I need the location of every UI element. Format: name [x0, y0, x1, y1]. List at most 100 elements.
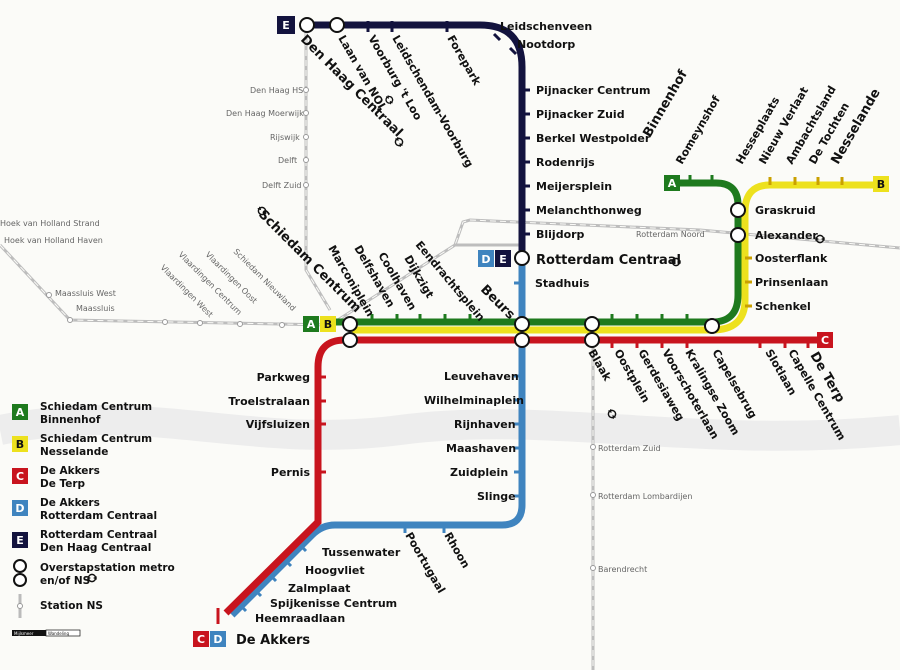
transfer-schiedam-centrum-2 — [342, 332, 358, 348]
transfer-beurs-1 — [514, 316, 530, 332]
label-forepark: Forepark — [444, 33, 483, 88]
line-c-west-labels: Parkweg Troelstralaan Vijfsluizen Pernis — [228, 371, 310, 479]
legend-transfer: Overstapstation metro en/of NS — [13, 559, 175, 587]
transfer-graskruid — [730, 202, 746, 218]
svg-text:Rotterdam Zuid: Rotterdam Zuid — [598, 444, 661, 453]
transfer-capelsebrug — [704, 318, 720, 334]
legend-ns: Station NS — [17, 594, 103, 618]
badge-b-west: B — [320, 316, 336, 332]
label-blaak: Blaak — [585, 347, 614, 384]
label-stadhuis: Stadhuis — [535, 277, 590, 290]
line-d-labels: Stadhuis Beurs Leuvehaven Wilhelminaplei… — [236, 277, 590, 648]
svg-text:A: A — [307, 318, 316, 331]
transfer-rotterdam-centraal — [514, 250, 530, 266]
legend-item-c: C De Akkers De Terp — [12, 465, 100, 490]
label-rhoon: Rhoon — [441, 530, 472, 570]
label-pijnacker-zuid: Pijnacker Zuid — [536, 108, 625, 121]
tick-d-diag-2 — [268, 573, 278, 583]
label-heemraadlaan: Heemraadlaan — [255, 612, 345, 625]
label-de-akkers: De Akkers — [236, 633, 310, 648]
svg-text:De Akkers: De Akkers — [40, 465, 100, 477]
svg-text:D: D — [213, 633, 222, 646]
label-rijnhaven: Rijnhaven — [454, 418, 516, 431]
svg-text:De Akkers: De Akkers — [40, 497, 100, 509]
svg-text:Nesselande: Nesselande — [40, 446, 108, 458]
svg-text:C: C — [821, 334, 829, 347]
label-prinsenlaan: Prinsenlaan — [755, 276, 828, 289]
badge-a-west: A — [303, 316, 319, 332]
svg-text:Rotterdam Centraal: Rotterdam Centraal — [40, 529, 157, 541]
svg-text:Schiedam Centrum: Schiedam Centrum — [40, 433, 152, 445]
transfer-stations — [299, 17, 746, 348]
line-e-track — [307, 21, 526, 258]
tick-e-leidschenveen — [492, 32, 502, 42]
svg-text:Vlaardingen West: Vlaardingen West — [159, 263, 215, 319]
label-pijnacker-centrum: Pijnacker Centrum — [536, 84, 650, 97]
svg-text:B: B — [324, 318, 332, 331]
tick-c-diag-4 — [227, 603, 237, 613]
svg-text:Rijswijk: Rijswijk — [270, 133, 300, 142]
svg-text:Rotterdam Noord: Rotterdam Noord — [636, 230, 705, 239]
line-d-track — [229, 258, 526, 618]
label-rodenrijs: Rodenrijs — [536, 156, 595, 169]
svg-text:D: D — [15, 502, 24, 515]
tick-c-diag-2 — [257, 573, 267, 583]
label-melanchthonweg: Melanchthonweg — [536, 204, 642, 217]
tick-d-diag-1 — [283, 558, 293, 568]
badge-e-top: E — [277, 16, 295, 34]
svg-text:en/of NS: en/of NS — [40, 575, 90, 587]
label-leidschenveen: Leidschenveen — [500, 20, 592, 33]
ns-rail-hoek — [0, 243, 331, 327]
label-maashaven: Maashaven — [446, 442, 516, 455]
label-slinge: Slinge — [477, 490, 516, 503]
label-pernis: Pernis — [271, 466, 311, 479]
tick-c-diag-0 — [287, 543, 297, 553]
svg-text:E: E — [16, 534, 24, 547]
svg-text:C: C — [197, 633, 205, 646]
svg-text:B: B — [16, 438, 24, 451]
ns-station-dots — [46, 87, 596, 571]
label-schenkel: Schenkel — [755, 300, 811, 313]
transfer-blaak-2 — [584, 332, 600, 348]
label-oosterflank: Oosterflank — [755, 252, 828, 265]
svg-text:E: E — [499, 253, 507, 266]
svg-text:C: C — [16, 470, 24, 483]
svg-text:E: E — [282, 19, 290, 32]
tick-c-diag-1 — [272, 558, 282, 568]
label-wilhelminaplein: Wilhelminaplein — [424, 394, 524, 407]
label-poortugaal: Poortugaal — [402, 530, 447, 596]
label-zalmplaat: Zalmplaat — [288, 582, 350, 595]
svg-text:Delft: Delft — [278, 156, 297, 165]
svg-text:Hoek van Holland Strand: Hoek van Holland Strand — [0, 219, 100, 228]
label-berkel-westpolder: Berkel Westpolder — [536, 132, 651, 145]
transfer-alexander — [730, 227, 746, 243]
badge-e-central: E — [495, 250, 511, 267]
label-hoogvliet: Hoogvliet — [305, 564, 365, 577]
badge-a-north: A — [664, 175, 680, 191]
svg-text:A: A — [668, 177, 677, 190]
svg-text:Schiedam Nieuwland: Schiedam Nieuwland — [232, 247, 298, 313]
label-vijfsluizen: Vijfsluizen — [246, 418, 310, 431]
svg-text:Maassluis West: Maassluis West — [55, 289, 116, 298]
svg-text:Overstapstation metro: Overstapstation metro — [40, 562, 175, 574]
transfer-schiedam-centrum-1 — [342, 316, 358, 332]
line-b-track — [352, 181, 880, 334]
badge-c-east: C — [817, 332, 833, 348]
badge-d-bottom: D — [210, 631, 226, 647]
label-parkweg: Parkweg — [257, 371, 310, 384]
legend-item-a: A Schiedam Centrum Binnenhof — [12, 401, 152, 426]
svg-text:Den Haag Moerwijk: Den Haag Moerwijk — [226, 109, 304, 118]
legend-item-b: B Schiedam Centrum Nesselande — [12, 433, 152, 458]
label-troelstralaan: Troelstralaan — [228, 395, 310, 408]
legend: A Schiedam Centrum Binnenhof B Schiedam … — [12, 401, 175, 637]
label-zuidplein: Zuidplein — [450, 466, 508, 479]
svg-text:Schiedam Centrum: Schiedam Centrum — [40, 401, 152, 413]
tick-d-diag-0 — [298, 543, 308, 553]
svg-text:Den Haag Centraal: Den Haag Centraal — [40, 542, 151, 554]
badge-b-north: B — [873, 176, 889, 192]
label-tussenwater: Tussenwater — [322, 546, 401, 559]
label-blijdorp: Blijdorp — [536, 228, 585, 241]
svg-text:Den Haag HS: Den Haag HS — [250, 86, 303, 95]
tick-d-diag-3 — [253, 588, 263, 598]
svg-text:Wandeling: Wandeling — [48, 631, 69, 636]
